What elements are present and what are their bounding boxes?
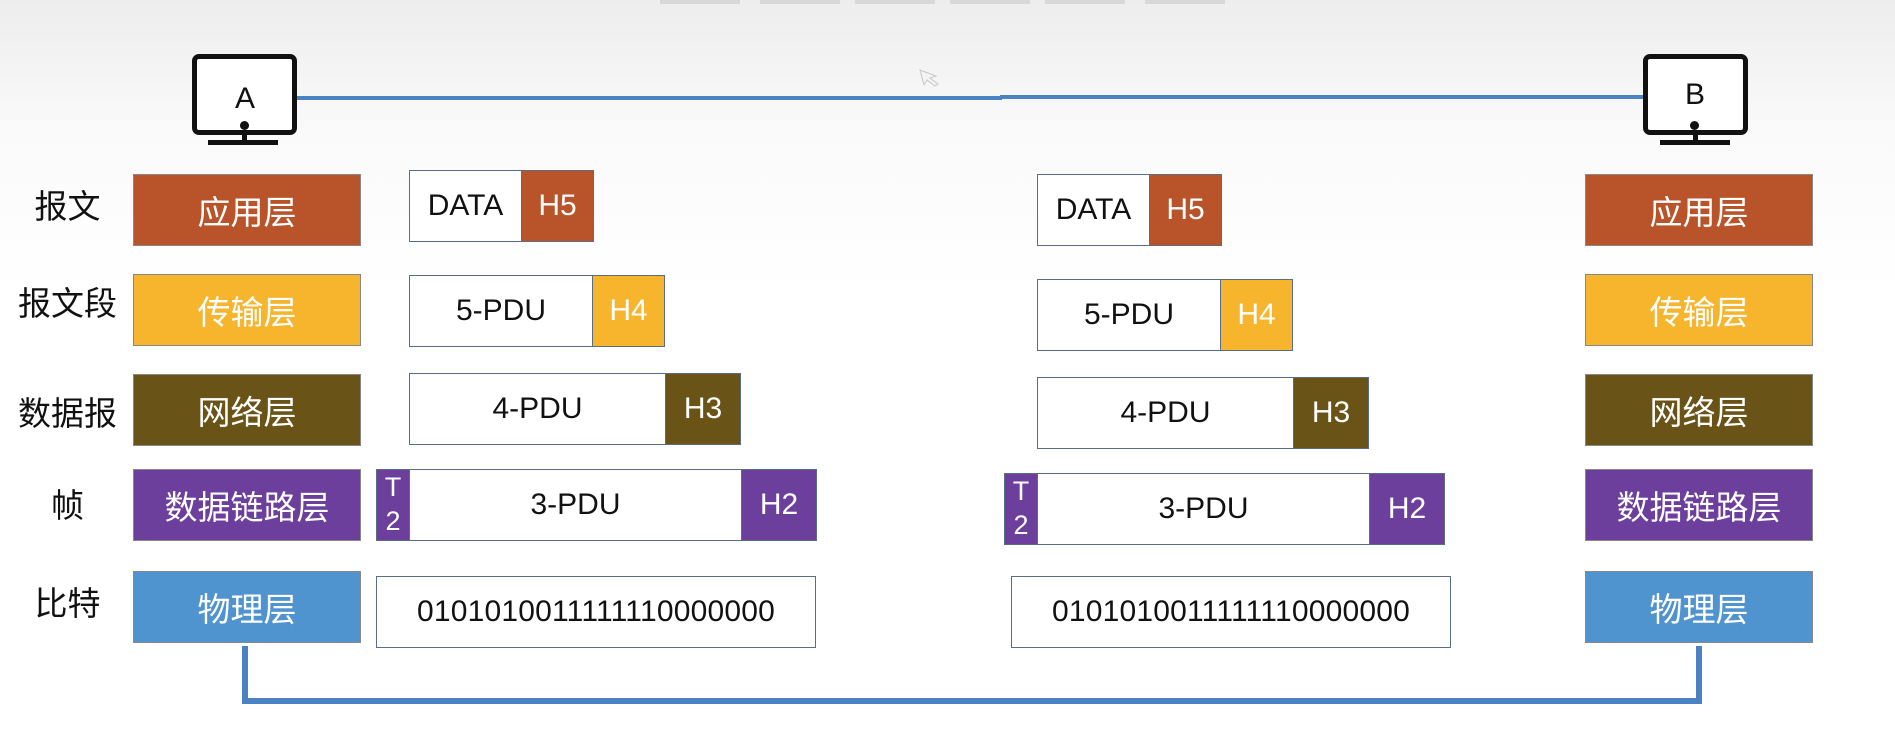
t2-top: T bbox=[384, 472, 402, 502]
left-data-box: DATA bbox=[409, 170, 522, 242]
right-h5-header: H5 bbox=[1149, 174, 1222, 246]
screen-dot bbox=[240, 121, 249, 130]
side-label-bit: 比特 bbox=[34, 584, 101, 623]
left-physical-layer: 物理层 bbox=[133, 571, 361, 643]
bottom-link-horizontal bbox=[242, 698, 1702, 704]
t2-bottom: 2 bbox=[385, 506, 401, 536]
left-h5-header: H5 bbox=[521, 170, 594, 242]
right-data-box: DATA bbox=[1037, 174, 1150, 246]
right-5pdu-box: 5-PDU bbox=[1037, 279, 1221, 351]
top-link-line-left bbox=[296, 96, 1002, 100]
top-link-line-right bbox=[1000, 95, 1648, 99]
side-label-datagram: 数据报 bbox=[18, 394, 117, 433]
left-transport-layer: 传输层 bbox=[133, 274, 361, 346]
right-transport-layer: 传输层 bbox=[1585, 274, 1813, 346]
side-label-segment: 报文段 bbox=[18, 284, 117, 323]
left-application-layer: 应用层 bbox=[133, 174, 361, 246]
right-h4-header: H4 bbox=[1220, 279, 1293, 351]
right-physical-layer: 物理层 bbox=[1585, 571, 1813, 643]
left-network-layer: 网络层 bbox=[133, 374, 361, 446]
cursor-arrow-icon bbox=[919, 69, 939, 87]
right-t2-trailer: T 2 bbox=[1004, 473, 1038, 545]
right-datalink-layer: 数据链路层 bbox=[1585, 469, 1813, 541]
right-3pdu-box: 3-PDU bbox=[1037, 473, 1370, 545]
right-h2-header: H2 bbox=[1369, 473, 1445, 545]
host-a-label: A bbox=[234, 82, 255, 115]
screen-dot bbox=[1690, 121, 1699, 130]
right-network-layer: 网络层 bbox=[1585, 374, 1813, 446]
stand-base bbox=[1660, 140, 1730, 145]
right-bitstream: 0101010011111110000000 bbox=[1011, 576, 1451, 648]
left-5pdu-box: 5-PDU bbox=[409, 275, 593, 347]
right-h3-header: H3 bbox=[1293, 377, 1369, 449]
left-3pdu-box: 3-PDU bbox=[409, 469, 742, 541]
right-4pdu-box: 4-PDU bbox=[1037, 377, 1294, 449]
side-label-frame: 帧 bbox=[51, 486, 84, 525]
left-t2-trailer: T 2 bbox=[376, 469, 410, 541]
host-b-label: B bbox=[1684, 78, 1705, 111]
left-datalink-layer: 数据链路层 bbox=[133, 469, 361, 541]
side-label-message: 报文 bbox=[34, 187, 101, 226]
left-4pdu-box: 4-PDU bbox=[409, 373, 666, 445]
bottom-link-right-vertical bbox=[1696, 646, 1702, 704]
stand-base bbox=[208, 140, 278, 145]
left-h3-header: H3 bbox=[665, 373, 741, 445]
left-h4-header: H4 bbox=[592, 275, 665, 347]
stand bbox=[242, 134, 247, 142]
t2-top: T bbox=[1012, 476, 1030, 506]
right-application-layer: 应用层 bbox=[1585, 174, 1813, 246]
t2-bottom: 2 bbox=[1013, 510, 1029, 540]
left-h2-header: H2 bbox=[741, 469, 817, 541]
left-bitstream: 0101010011111110000000 bbox=[376, 576, 816, 648]
bottom-link-left-vertical bbox=[242, 646, 248, 702]
stand bbox=[1693, 134, 1698, 142]
